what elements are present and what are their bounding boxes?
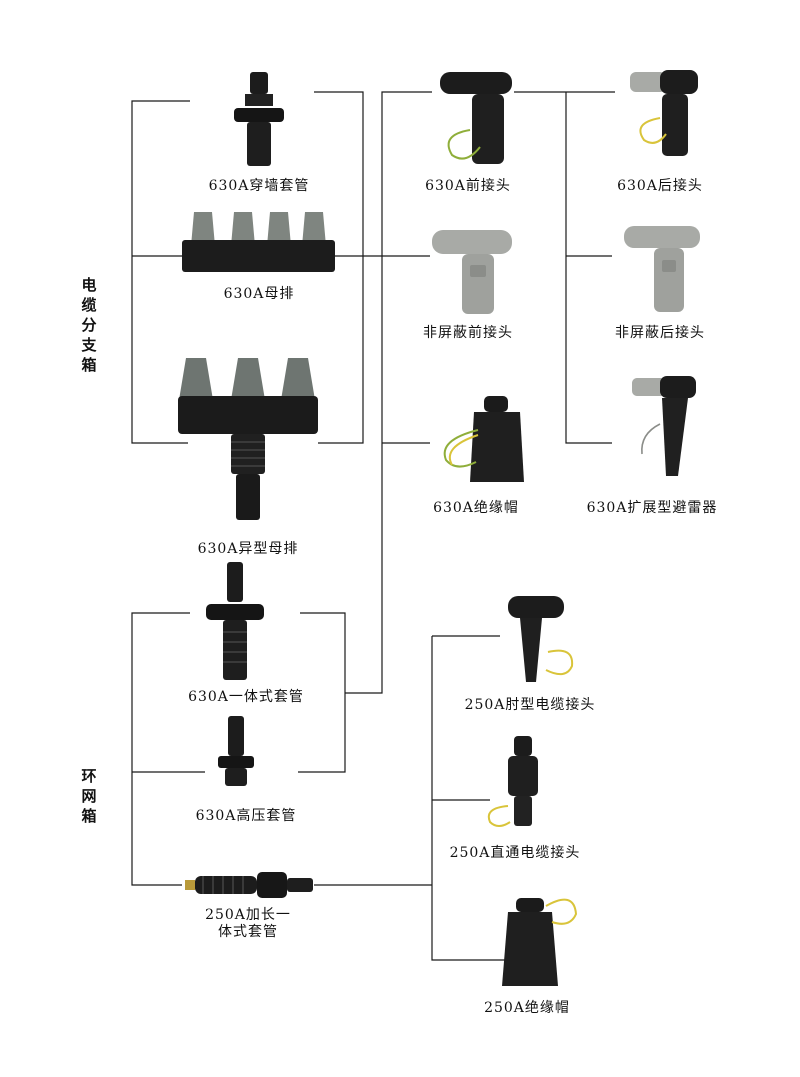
label-wall-bushing: 630A穿墙套管 (208, 178, 310, 194)
insulating-cap-250-image (502, 898, 578, 986)
special-busbar-image (178, 358, 318, 520)
label-elbow-250: 250A肘型电缆接头 (464, 697, 596, 713)
label-integral-bushing: 630A一体式套管 (188, 689, 304, 705)
rear-connector-image (630, 70, 698, 156)
insulating-cap-630-image (443, 396, 524, 482)
connector-lines (131, 91, 615, 961)
label-insulating-cap-250: 250A绝缘帽 (484, 1000, 570, 1016)
label-hv-bushing: 630A高压套管 (195, 808, 297, 824)
label-rear-connector: 630A后接头 (617, 178, 703, 194)
label-special-busbar: 630A异型母排 (197, 541, 299, 557)
label-front-connector: 630A前接头 (425, 178, 511, 194)
extended-bushing-image (185, 872, 313, 898)
label-unshielded-rear: 非屏蔽后接头 (615, 325, 705, 341)
arrester-image (632, 376, 696, 476)
label-busbar: 630A母排 (223, 286, 295, 302)
hv-bushing-image (218, 716, 254, 786)
straight-250-image (487, 736, 538, 827)
unshielded-rear-image (624, 226, 700, 312)
front-connector-image (440, 72, 512, 164)
label-insulating-cap-630: 630A绝缘帽 (433, 500, 519, 516)
label-straight-250: 250A直通电缆接头 (449, 845, 581, 861)
integral-bushing-image (206, 562, 264, 680)
label-unshielded-front: 非屏蔽前接头 (423, 325, 513, 341)
busbar-image (182, 212, 335, 272)
group-label-ring-main: 环网箱 (81, 767, 97, 825)
wall-bushing-image (234, 72, 284, 166)
label-arrester: 630A扩展型避雷器 (586, 500, 718, 516)
label-extended-bushing: 250A加长一体式套管 (205, 907, 291, 940)
group-label-branch-box: 电缆分支箱 (81, 276, 97, 374)
elbow-250-image (508, 596, 574, 682)
unshielded-front-image (432, 230, 512, 314)
